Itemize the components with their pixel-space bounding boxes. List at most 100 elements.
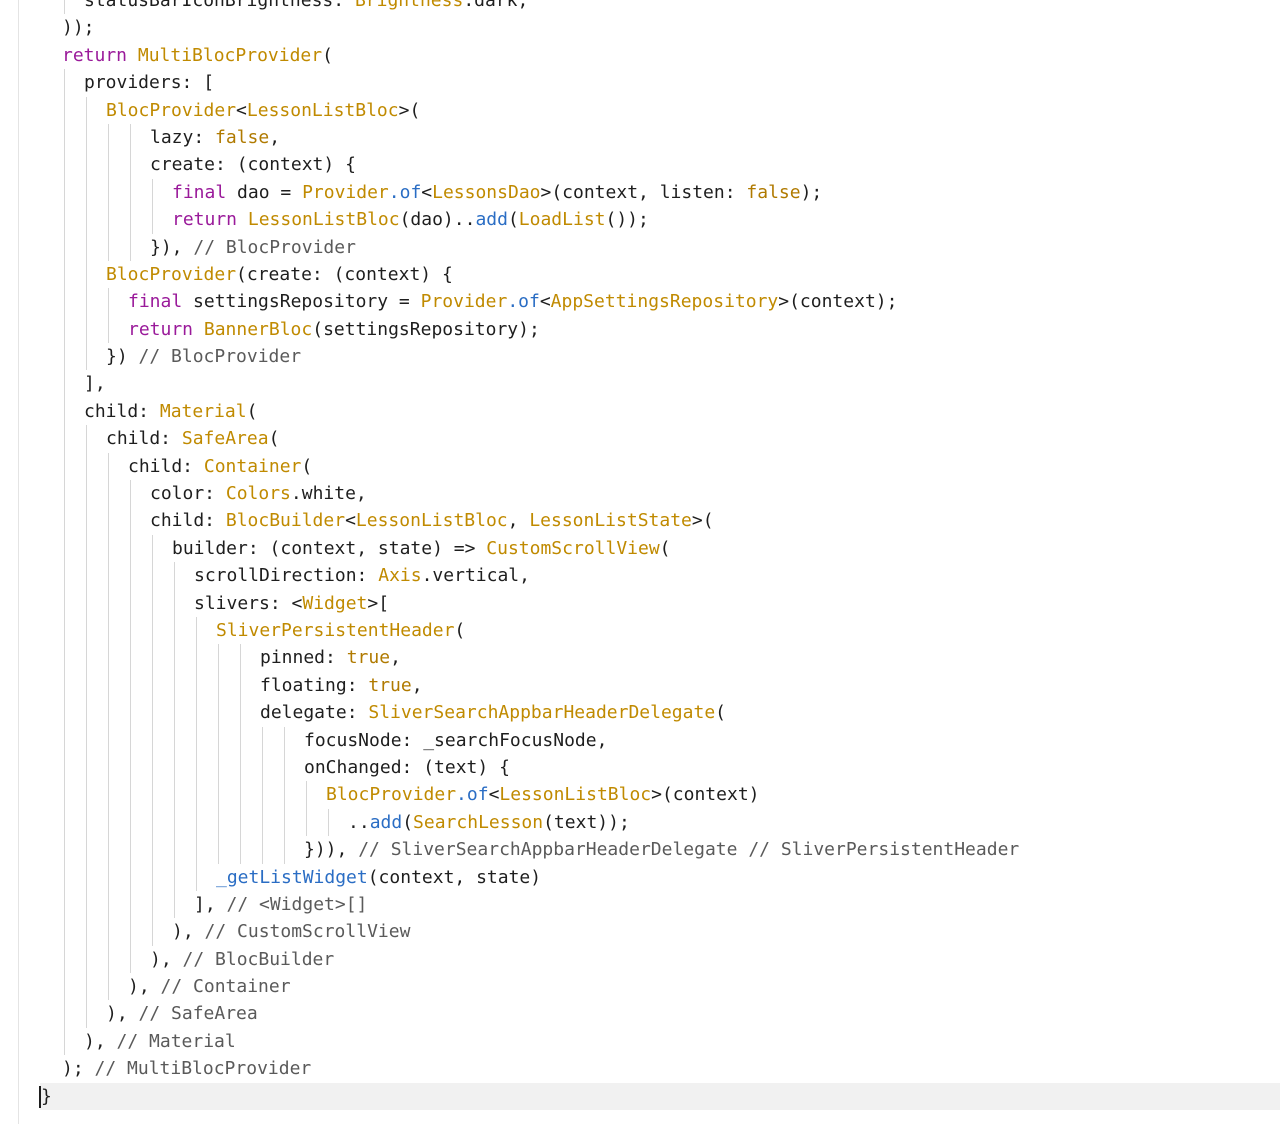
code-line[interactable]: child: Material(: [40, 397, 1280, 426]
code-token: .of: [507, 291, 540, 313]
code-token: })),: [304, 839, 359, 861]
indent-guide: [64, 616, 65, 645]
code-line[interactable]: ), // Container: [40, 973, 1280, 1001]
code-line[interactable]: final dao = Provider.of<LessonsDao>(cont…: [40, 178, 1280, 207]
gutter-divider: [18, 0, 19, 1124]
indent-guide: [86, 644, 87, 672]
indent-guide: [130, 534, 131, 563]
code-token: builder: (context, state) =>: [172, 537, 487, 559]
code-line[interactable]: child: Container(: [40, 452, 1280, 481]
code-token: // BlocProvider: [138, 346, 302, 368]
code-token: <: [539, 291, 551, 313]
code-line[interactable]: floating: true,: [40, 671, 1280, 700]
code-token: Container: [203, 455, 302, 477]
code-line[interactable]: }), // BlocProvider: [40, 233, 1280, 261]
code-line[interactable]: focusNode: _searchFocusNode,: [40, 726, 1280, 754]
code-line[interactable]: child: BlocBuilder<LessonListBloc, Lesso…: [40, 507, 1280, 535]
code-line[interactable]: return BannerBloc(settingsRepository);: [40, 315, 1280, 344]
code-line[interactable]: child: SafeArea(: [40, 425, 1280, 453]
code-line[interactable]: scrollDirection: Axis.vertical,: [40, 562, 1280, 590]
code-token: AppSettingsRepository: [550, 291, 779, 313]
code-line[interactable]: BlocProvider(create: (context) {: [40, 260, 1280, 289]
indent-guide: [108, 233, 109, 261]
code-line[interactable]: create: (context) {: [40, 151, 1280, 179]
code-token: BlocBuilder: [225, 510, 346, 532]
indent-guide: [108, 836, 109, 864]
code-token: (: [301, 455, 313, 477]
indent-guide: [108, 753, 109, 782]
indent-guide: [86, 151, 87, 179]
indent-guide: [86, 753, 87, 782]
code-token: Colors: [225, 483, 291, 505]
code-line[interactable]: ), // SafeArea: [40, 1000, 1280, 1028]
code-line[interactable]: providers: [: [40, 69, 1280, 97]
indent-guide: [64, 151, 65, 179]
indent-guide: [108, 562, 109, 590]
code-line[interactable]: ), // CustomScrollView: [40, 918, 1280, 946]
indent-guide: [130, 945, 131, 974]
indent-guide: [130, 644, 131, 672]
code-line[interactable]: ), // BlocBuilder: [40, 945, 1280, 974]
indent-guide: [262, 808, 263, 837]
code-line[interactable]: builder: (context, state) => CustomScrol…: [40, 534, 1280, 563]
code-token: LessonListBloc: [355, 510, 508, 532]
indent-guide: [86, 343, 87, 371]
code-line[interactable]: delegate: SliverSearchAppbarHeaderDelega…: [40, 699, 1280, 727]
indent-guide: [108, 890, 109, 919]
code-line[interactable]: return LessonListBloc(dao)..add(LoadList…: [40, 206, 1280, 234]
code-token: LessonListBloc: [246, 99, 399, 121]
code-token: (: [454, 619, 466, 641]
code-token: // SliverSearchAppbarHeaderDelegate // S…: [358, 839, 1020, 861]
code-line[interactable]: ],: [40, 370, 1280, 398]
code-token: ));: [62, 17, 95, 39]
indent-guide: [130, 206, 131, 234]
code-token: delegate:: [260, 702, 369, 724]
code-line[interactable]: return MultiBlocProvider(: [40, 42, 1280, 69]
indent-guide: [64, 178, 65, 207]
code-line[interactable]: slivers: <Widget>[: [40, 589, 1280, 617]
code-line[interactable]: final settingsRepository = Provider.of<A…: [40, 288, 1280, 316]
code-line[interactable]: ));: [40, 14, 1280, 41]
code-line[interactable]: _getListWidget(context, state): [40, 863, 1280, 891]
code-line[interactable]: ..add(SearchLesson(text));: [40, 808, 1280, 837]
indent-guide: [108, 973, 109, 1001]
code-line[interactable]: pinned: true,: [40, 644, 1280, 672]
indent-guide: [218, 671, 219, 700]
code-token: return: [128, 318, 204, 340]
indent-guide: [218, 808, 219, 837]
code-area[interactable]: statusBarIconBrightness: Brightness.dark…: [39, 0, 1280, 1111]
code-token: (text));: [543, 811, 630, 833]
code-token: }),: [150, 236, 194, 258]
code-line[interactable]: ), // Material: [40, 1027, 1280, 1056]
code-line[interactable]: ); // MultiBlocProvider: [40, 1055, 1280, 1082]
code-line[interactable]: color: Colors.white,: [40, 480, 1280, 508]
indent-guide: [86, 178, 87, 207]
indent-guide: [108, 808, 109, 837]
code-line[interactable]: SliverPersistentHeader(: [40, 616, 1280, 645]
code-token: lazy:: [150, 126, 216, 148]
code-line[interactable]: statusBarIconBrightness: Brightness.dark…: [40, 0, 1280, 15]
indent-guide: [240, 671, 241, 700]
code-token: (: [507, 209, 519, 231]
code-token: LessonListBloc: [499, 784, 652, 806]
code-line-current[interactable]: }: [39, 1082, 1280, 1111]
indent-guide: [174, 808, 175, 837]
code-line[interactable]: })), // SliverSearchAppbarHeaderDelegate…: [40, 836, 1280, 864]
code-line[interactable]: BlocProvider<LessonListBloc>(: [40, 96, 1280, 124]
indent-guide: [284, 753, 285, 782]
indent-guide: [86, 1000, 87, 1028]
code-line[interactable]: BlocProvider.of<LessonListBloc>(context): [40, 781, 1280, 809]
indent-guide: [196, 699, 197, 727]
indent-guide: [64, 671, 65, 700]
code-line[interactable]: ], // <Widget>[]: [40, 890, 1280, 919]
indent-guide: [108, 151, 109, 179]
code-line[interactable]: lazy: false,: [40, 123, 1280, 152]
indent-guide: [174, 644, 175, 672]
indent-guide: [130, 123, 131, 152]
code-line[interactable]: }) // BlocProvider: [40, 343, 1280, 371]
indent-guide: [86, 452, 87, 481]
code-line[interactable]: onChanged: (text) {: [40, 753, 1280, 782]
code-token: ),: [150, 948, 183, 970]
indent-guide: [218, 836, 219, 864]
